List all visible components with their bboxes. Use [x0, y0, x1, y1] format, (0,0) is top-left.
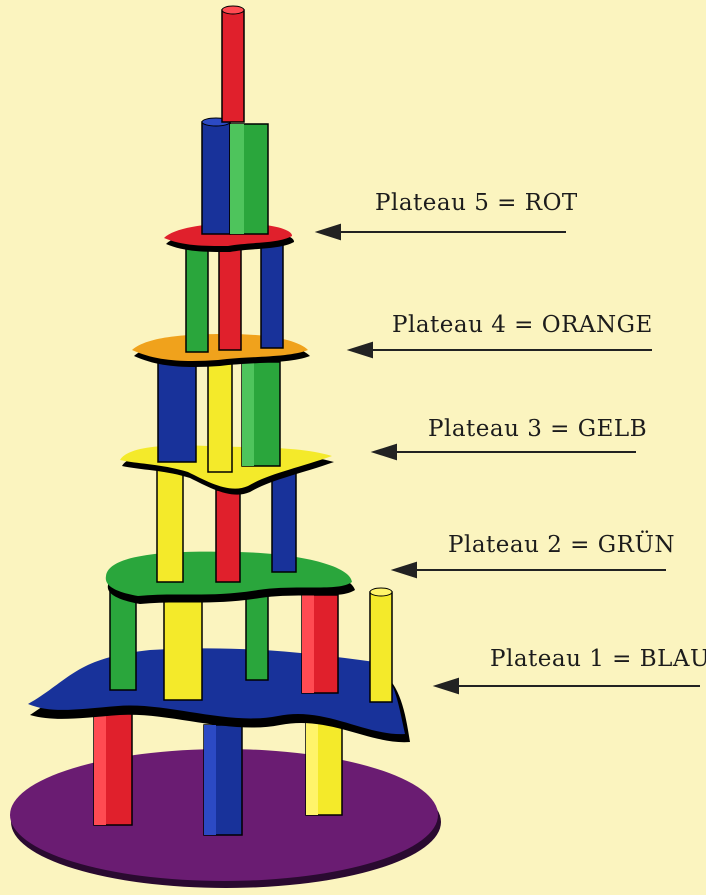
- arrow-plateau-4: [350, 343, 652, 357]
- label-plateau-3: Plateau 3 = GELB: [428, 416, 647, 442]
- rods-level-5: [202, 6, 268, 234]
- arrow-plateau-1: [436, 679, 700, 693]
- rods-level-4: [186, 242, 283, 352]
- label-plateau-2: Plateau 2 = GRÜN: [448, 532, 675, 558]
- label-plateau-4: Plateau 4 = ORANGE: [392, 312, 653, 338]
- rods-level-3: [158, 362, 280, 472]
- arrow-plateau-3: [374, 445, 636, 459]
- arrow-plateau-2: [394, 563, 666, 577]
- label-plateau-5: Plateau 5 = ROT: [375, 190, 578, 216]
- label-plateau-1: Plateau 1 = BLAU: [490, 646, 706, 672]
- arrow-plateau-5: [318, 225, 566, 239]
